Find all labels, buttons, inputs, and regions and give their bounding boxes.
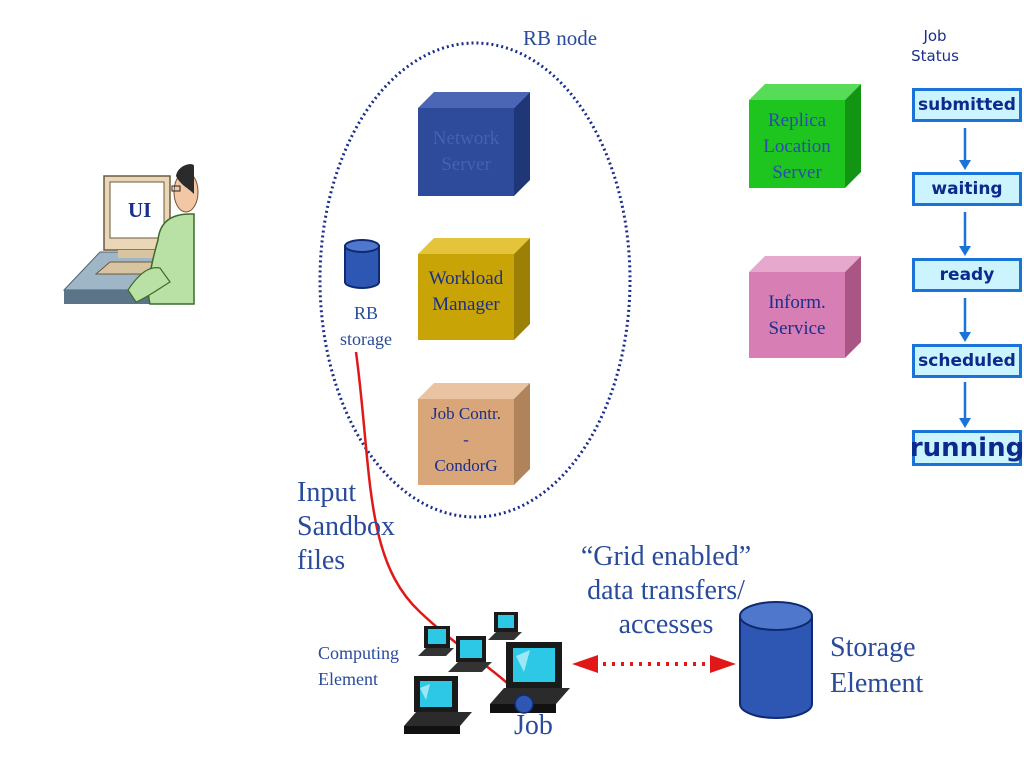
job-controller-line2: - xyxy=(463,430,469,449)
ui-label: UI xyxy=(128,198,152,222)
rb-node-ellipse xyxy=(318,41,632,519)
grid-transfer-arrow xyxy=(572,655,736,673)
job-label: Job xyxy=(514,710,553,741)
inform-service-cube xyxy=(749,256,861,358)
network-server-cube xyxy=(418,92,530,196)
rb-storage-label-line1: RB xyxy=(353,303,378,323)
rb-storage-label-line2: storage xyxy=(340,329,392,349)
storage-element-label: Storage Element xyxy=(830,630,923,702)
storage-element-line1: Storage xyxy=(830,632,916,663)
ui-workstation xyxy=(62,164,199,305)
inform-service-line1: Inform. xyxy=(768,292,826,313)
input-sandbox-line1: Input xyxy=(297,477,357,508)
replica-location-line3: Server xyxy=(772,162,822,183)
job-status-title-line1: Job xyxy=(923,27,947,45)
grid-transfers-label: “Grid enabled” data transfers/ accesses xyxy=(546,540,786,642)
input-sandbox-line2: Sandbox xyxy=(297,511,395,542)
grid-transfers-line1: “Grid enabled” xyxy=(580,541,752,572)
replica-location-line2: Location xyxy=(763,136,831,157)
status-ready: ready xyxy=(912,258,1022,292)
status-scheduled: scheduled xyxy=(912,344,1022,378)
workload-manager-line1: Workload xyxy=(428,268,504,289)
replica-location-line1: Replica xyxy=(767,110,827,131)
input-sandbox-label: Input Sandbox files xyxy=(297,476,395,578)
replica-location-cube xyxy=(749,84,861,188)
computing-element-cluster xyxy=(404,612,570,734)
workload-manager-label: Workload Manager xyxy=(418,266,514,318)
sandbox-transfer-line xyxy=(354,351,523,699)
rb-node-label: RB node xyxy=(523,26,598,50)
job-status-title-line2: Status xyxy=(911,47,959,65)
storage-element-cylinder xyxy=(739,601,813,719)
status-waiting: waiting xyxy=(912,172,1022,206)
input-sandbox-line3: files xyxy=(297,545,346,576)
inform-service-label: Inform. Service xyxy=(749,290,845,342)
job-controller-cube xyxy=(418,383,530,485)
network-server-line1: Network xyxy=(432,128,500,149)
grid-transfers-line2: data transfers/ xyxy=(587,575,745,606)
network-server-label: Network Server xyxy=(418,126,514,178)
network-server-line2: Server xyxy=(441,154,491,175)
computing-element-line2: Element xyxy=(318,669,378,689)
grid-transfers-line3: accesses xyxy=(618,609,714,640)
computing-element-label: Computing Element xyxy=(318,640,399,692)
job-status-title: Job Status xyxy=(896,26,974,66)
status-submitted: submitted xyxy=(912,88,1022,122)
status-running: running xyxy=(910,430,1024,466)
rb-storage-label: RB storage xyxy=(330,300,402,352)
job-dot xyxy=(514,694,534,714)
job-controller-line3: CondorG xyxy=(434,456,498,475)
job-controller-line1: Job Contr. xyxy=(431,404,501,423)
rb-storage-cylinder xyxy=(344,239,380,289)
job-controller-label: Job Contr. - CondorG xyxy=(412,401,520,479)
computing-element-line1: Computing xyxy=(318,643,400,663)
job-status-arrows xyxy=(959,128,971,428)
replica-location-label: Replica Location Server xyxy=(749,108,845,186)
workload-manager-cube xyxy=(418,238,530,340)
workload-manager-line2: Manager xyxy=(432,294,500,315)
storage-element-line2: Element xyxy=(830,668,924,699)
inform-service-line2: Service xyxy=(768,318,826,339)
